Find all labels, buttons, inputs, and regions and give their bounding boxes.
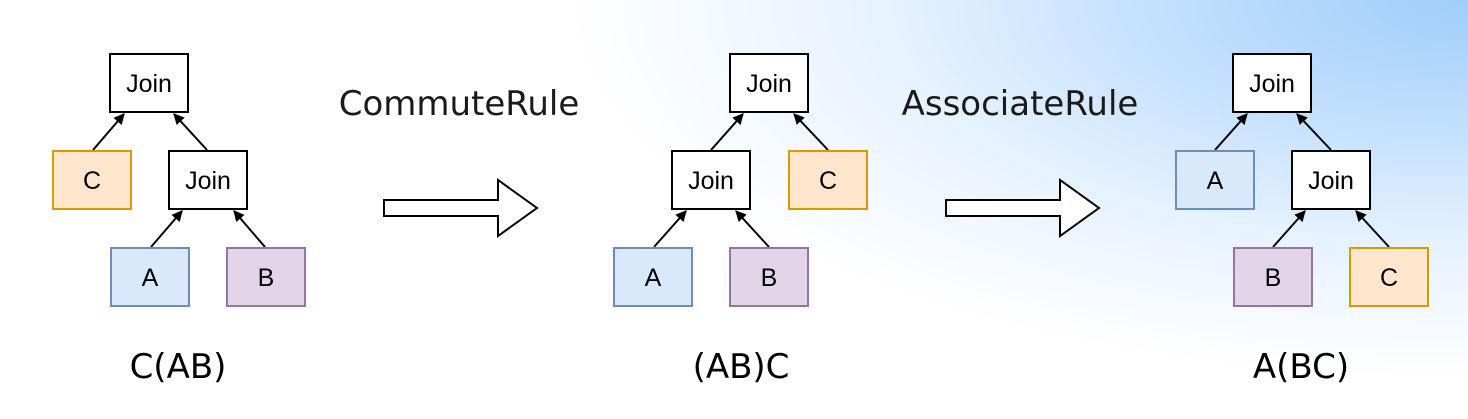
edge-b-to-join [1272, 210, 1306, 248]
leaf-c-label: C [83, 167, 101, 195]
tree-caption: (AB)C [693, 347, 790, 387]
root-join-label: Join [746, 70, 792, 98]
leaf-c-label: C [819, 167, 837, 195]
edge-a-to-join [150, 210, 183, 248]
associate-rule-transform: AssociateRule [902, 84, 1139, 238]
leaf-b-node: B [1233, 247, 1313, 307]
edge-a-to-root [1214, 113, 1248, 151]
inner-join-node: Join [1291, 150, 1371, 210]
root-join-node: Join [1232, 53, 1312, 113]
root-join-node: Join [729, 53, 809, 113]
leaf-b-label: B [258, 264, 275, 292]
edge-c-to-root [793, 113, 829, 151]
tree-a-bc: Join A Join B C A(BC) [1175, 53, 1429, 387]
root-join-label: Join [126, 70, 172, 98]
leaf-a-node: A [613, 247, 693, 307]
associate-rule-arrow [945, 178, 1101, 238]
edge-b-to-join [735, 210, 770, 248]
leaf-c-node: C [52, 150, 132, 210]
leaf-b-node: B [226, 247, 306, 307]
leaf-a-label: A [142, 264, 159, 292]
edge-c-to-root [92, 113, 125, 151]
tree-caption: C(AB) [130, 347, 227, 387]
edge-a-to-join [653, 210, 687, 248]
commute-rule-arrow [383, 178, 539, 238]
inner-join-label: Join [1308, 167, 1354, 195]
leaf-a-label: A [645, 264, 662, 292]
tree-c-ab: Join C Join A B C(AB) [52, 53, 306, 387]
leaf-b-label: B [1265, 264, 1282, 292]
edge-join-to-root [1296, 113, 1332, 151]
leaf-b-label: B [761, 264, 778, 292]
inner-join-label: Join [688, 167, 734, 195]
associate-rule-label: AssociateRule [902, 84, 1139, 124]
leaf-c-label: C [1380, 264, 1398, 292]
leaf-a-node: A [110, 247, 190, 307]
leaf-a-node: A [1175, 150, 1255, 210]
leaf-c-node: C [788, 150, 868, 210]
inner-join-label: Join [185, 167, 231, 195]
commute-rule-transform: CommuteRule [339, 84, 580, 238]
inner-join-node: Join [168, 150, 248, 210]
inner-join-node: Join [671, 150, 751, 210]
edge-join-to-root [173, 113, 208, 151]
tree-ab-c: Join Join C A B (AB)C [613, 53, 868, 387]
edge-b-to-join [233, 210, 266, 248]
edge-c-to-join [1355, 210, 1390, 248]
edge-join-to-root [710, 113, 744, 151]
root-join-label: Join [1249, 70, 1295, 98]
leaf-b-node: B [729, 247, 809, 307]
commute-rule-label: CommuteRule [339, 84, 580, 124]
leaf-a-label: A [1207, 167, 1224, 195]
tree-caption: A(BC) [1253, 347, 1349, 387]
root-join-node: Join [109, 53, 189, 113]
leaf-c-node: C [1349, 247, 1429, 307]
